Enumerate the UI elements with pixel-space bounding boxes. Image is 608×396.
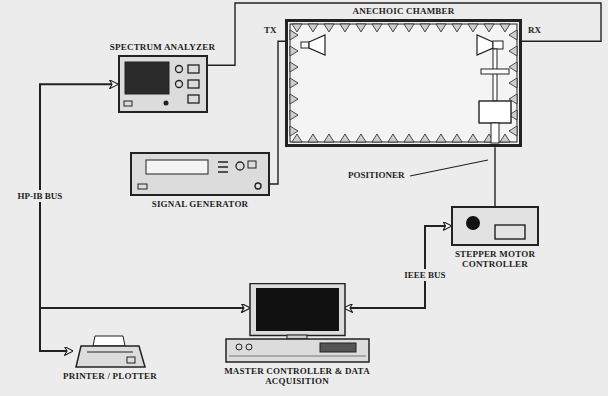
tx-horn <box>309 35 325 55</box>
cable-line <box>270 41 285 184</box>
master-controller: MASTER CONTROLLER & DATA ACQUISITION <box>192 283 402 387</box>
device-label: SIGNAL GENERATOR <box>152 199 249 209</box>
generator-key <box>218 166 228 168</box>
chamber-drawing <box>285 19 522 147</box>
part-label: POSITIONER <box>348 170 405 180</box>
rx-horn <box>477 35 493 55</box>
generator-case <box>131 153 269 195</box>
analyzer-key <box>188 80 199 88</box>
bus-label: HP-IB BUS <box>16 190 65 202</box>
printer-button <box>127 357 135 363</box>
positioner-mast <box>493 49 497 101</box>
rx-feed <box>493 41 503 49</box>
computer-icon-svg <box>225 283 370 363</box>
analyzer-knob <box>175 66 182 73</box>
printer-icon <box>73 334 148 368</box>
device-label: STEPPER MOTOR CONTROLLER <box>440 249 550 270</box>
chamber-inner-wall <box>290 24 517 142</box>
analyzer-switch <box>124 101 132 106</box>
cable-line <box>494 147 495 206</box>
antenna-label: TX <box>264 25 277 35</box>
positioner-base <box>479 101 511 123</box>
monitor-case <box>250 284 345 336</box>
chamber-drawing-svg <box>285 19 522 147</box>
printer-body <box>76 346 145 367</box>
computer-button <box>246 344 252 350</box>
leader-line <box>410 160 488 176</box>
positioner-arm <box>481 69 509 74</box>
controller-panel <box>495 225 525 239</box>
generator-display <box>146 160 208 174</box>
analyzer-case <box>119 56 207 112</box>
printer-slot <box>87 352 133 353</box>
antenna-label: RX <box>528 25 541 35</box>
bus-line <box>40 84 250 308</box>
stepper-motor-controller: STEPPER MOTOR CONTROLLER <box>440 206 550 270</box>
connector-group <box>40 3 601 351</box>
device-label: ANECHOIC CHAMBER <box>353 6 455 16</box>
absorber-cones <box>290 24 517 142</box>
device-label: MASTER CONTROLLER & DATA ACQUISITION <box>192 366 402 387</box>
case-trim <box>229 356 366 357</box>
device-label: SPECTRUM ANALYZER <box>110 42 215 52</box>
chamber-wall <box>287 21 521 146</box>
generator-icon <box>130 152 270 196</box>
monitor-screen <box>256 288 339 331</box>
computer-case <box>226 339 369 362</box>
bus-label: IEEE BUS <box>402 269 447 281</box>
bus-line <box>345 226 452 308</box>
controller-lamp <box>466 216 480 230</box>
spectrum-analyzer: SPECTRUM ANALYZER <box>105 42 220 113</box>
positioner-stand <box>491 123 499 143</box>
bus-line <box>40 308 250 351</box>
printer-plotter: PRINTER / PLOTTER <box>60 334 160 381</box>
controller-case <box>452 207 538 245</box>
controller-icon <box>451 206 539 246</box>
analyzer-key <box>188 95 199 103</box>
controller-icon-svg <box>451 206 539 246</box>
analyzer-key <box>188 65 199 73</box>
input-connector <box>163 101 168 106</box>
printer-paper <box>93 336 125 346</box>
computer-icon <box>225 283 370 363</box>
generator-key <box>248 161 256 168</box>
anechoic-chamber: ANECHOIC CHAMBER <box>285 6 522 147</box>
generator-icon-svg <box>130 152 270 196</box>
output-connector <box>255 183 261 189</box>
generator-knob <box>236 162 244 170</box>
analyzer-knob <box>175 81 182 88</box>
analyzer-screen <box>125 62 169 94</box>
computer-button <box>236 344 242 350</box>
signal-generator: SIGNAL GENERATOR <box>130 152 270 209</box>
tx-feed <box>301 42 309 48</box>
analyzer-icon <box>118 55 208 113</box>
printer-icon-svg <box>73 334 148 368</box>
analyzer-icon-svg <box>118 55 208 113</box>
generator-switch <box>138 184 147 189</box>
device-label: PRINTER / PLOTTER <box>63 371 157 381</box>
generator-key <box>218 161 228 163</box>
disk-drive <box>320 343 356 352</box>
generator-key <box>218 171 228 173</box>
